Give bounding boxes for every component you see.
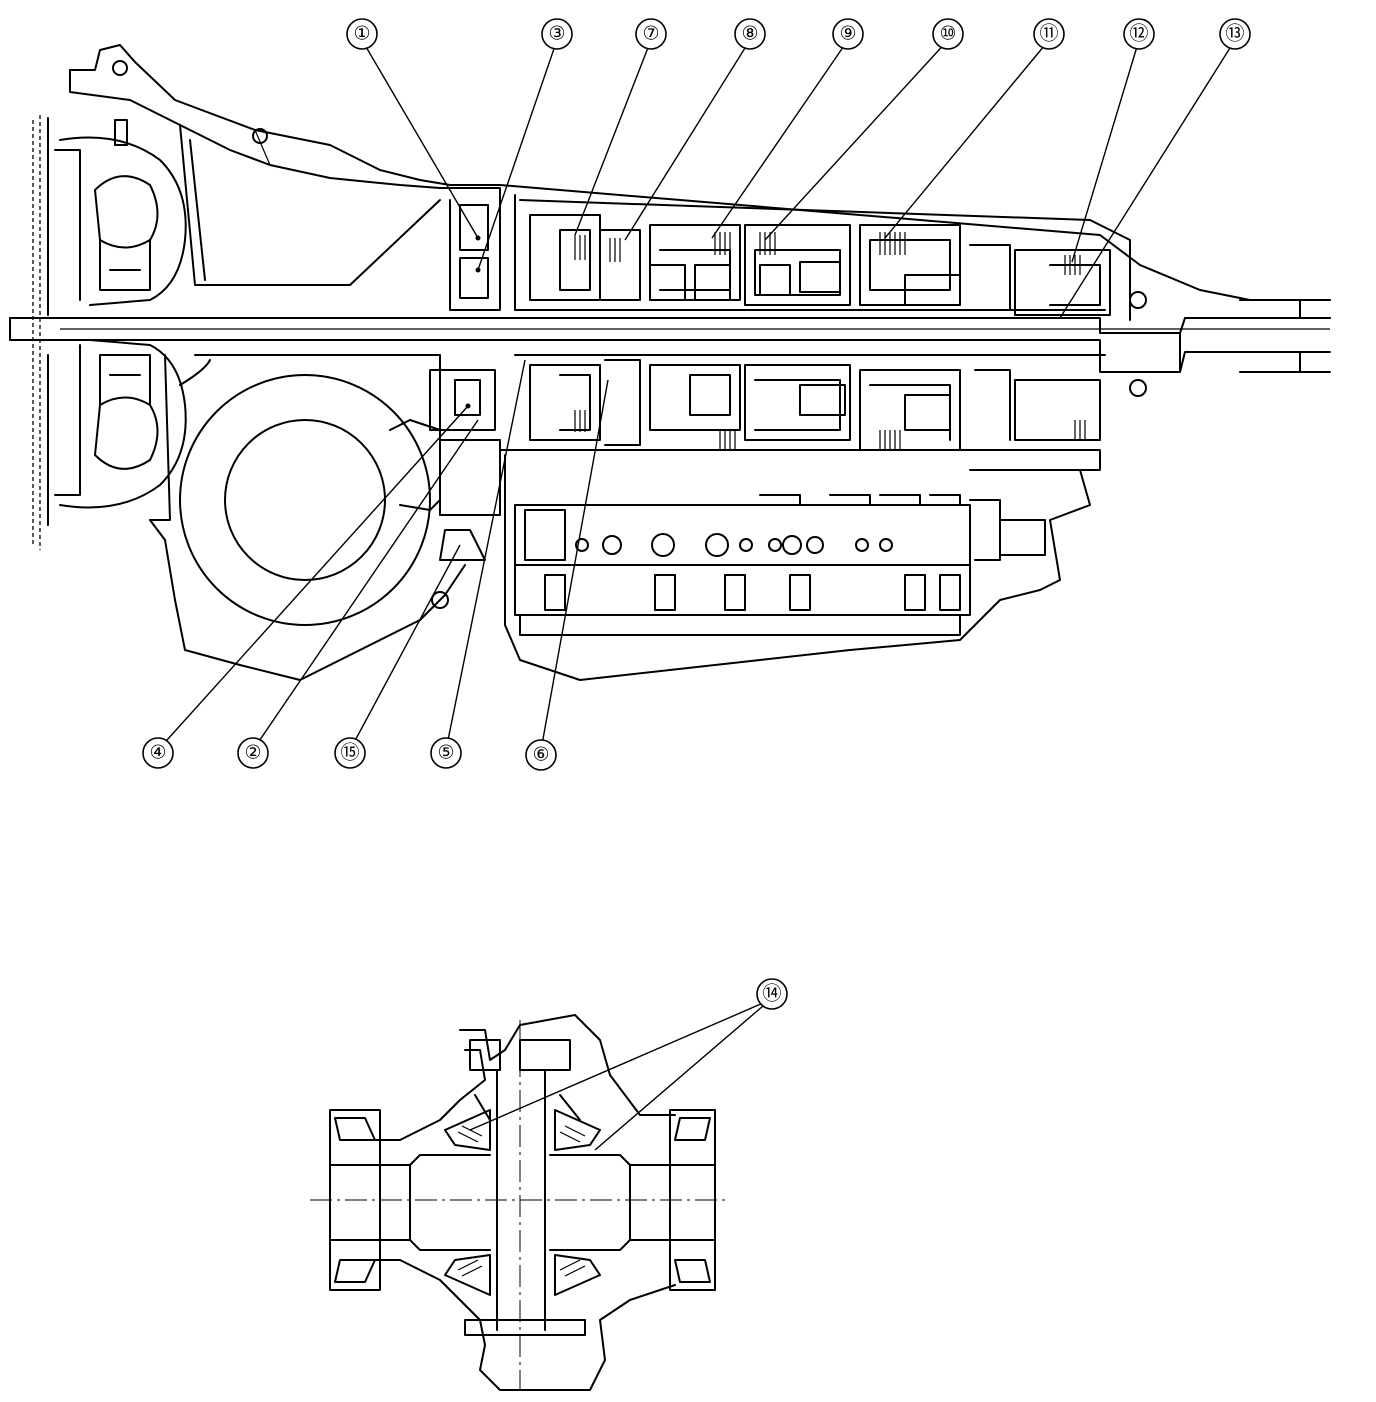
callout-label: ⑥ (532, 745, 549, 766)
torque-converter (32, 115, 187, 550)
callout-label: ⑧ (741, 24, 758, 45)
callout-10: ⑩ (932, 18, 964, 50)
callout-14: ⑭ (756, 978, 788, 1010)
callout-label: ① (353, 24, 370, 45)
callout-15: ⑮ (334, 737, 366, 769)
differential-cross-section (310, 1014, 730, 1391)
callout-label: ② (244, 743, 261, 764)
callout-label: ⑫ (1129, 23, 1148, 45)
callout-label: ⑤ (437, 743, 454, 764)
transmission-cross-section (9, 44, 1331, 681)
callout-6: ⑥ (525, 739, 557, 771)
callout-2: ② (237, 737, 269, 769)
callout-label: ⑬ (1225, 23, 1244, 45)
side-bearing-right (669, 1109, 716, 1291)
leader-lines (157, 39, 1236, 1151)
callout-8: ⑧ (734, 18, 766, 50)
lower-housing (149, 354, 1101, 681)
oil-pump (429, 187, 501, 431)
callout-label: ⑮ (340, 742, 359, 764)
valve-body (514, 494, 971, 636)
callout-11: ⑪ (1033, 18, 1065, 50)
callout-1: ① (346, 18, 378, 50)
callout-label: ⑦ (642, 24, 659, 45)
clutch-packs-upper (574, 232, 1081, 306)
callout-3: ③ (541, 18, 573, 50)
callout-label: ⑩ (939, 24, 956, 45)
callout-label: ⑨ (839, 24, 856, 45)
callout-label: ⑪ (1039, 23, 1058, 45)
callout-label: ⑭ (762, 983, 781, 1005)
callout-9: ⑨ (832, 18, 864, 50)
callout-label: ③ (548, 24, 565, 45)
callout-4: ④ (142, 737, 174, 769)
callout-12: ⑫ (1123, 18, 1155, 50)
callout-5: ⑤ (430, 737, 462, 769)
input-shaft (9, 299, 1331, 373)
callout-7: ⑦ (635, 18, 667, 50)
torque-converter-housing (69, 44, 1331, 301)
transfer-drive-gear (179, 374, 441, 626)
side-bearing-left (329, 1109, 381, 1291)
callout-label: ④ (149, 743, 166, 764)
callout-13: ⑬ (1219, 18, 1251, 50)
